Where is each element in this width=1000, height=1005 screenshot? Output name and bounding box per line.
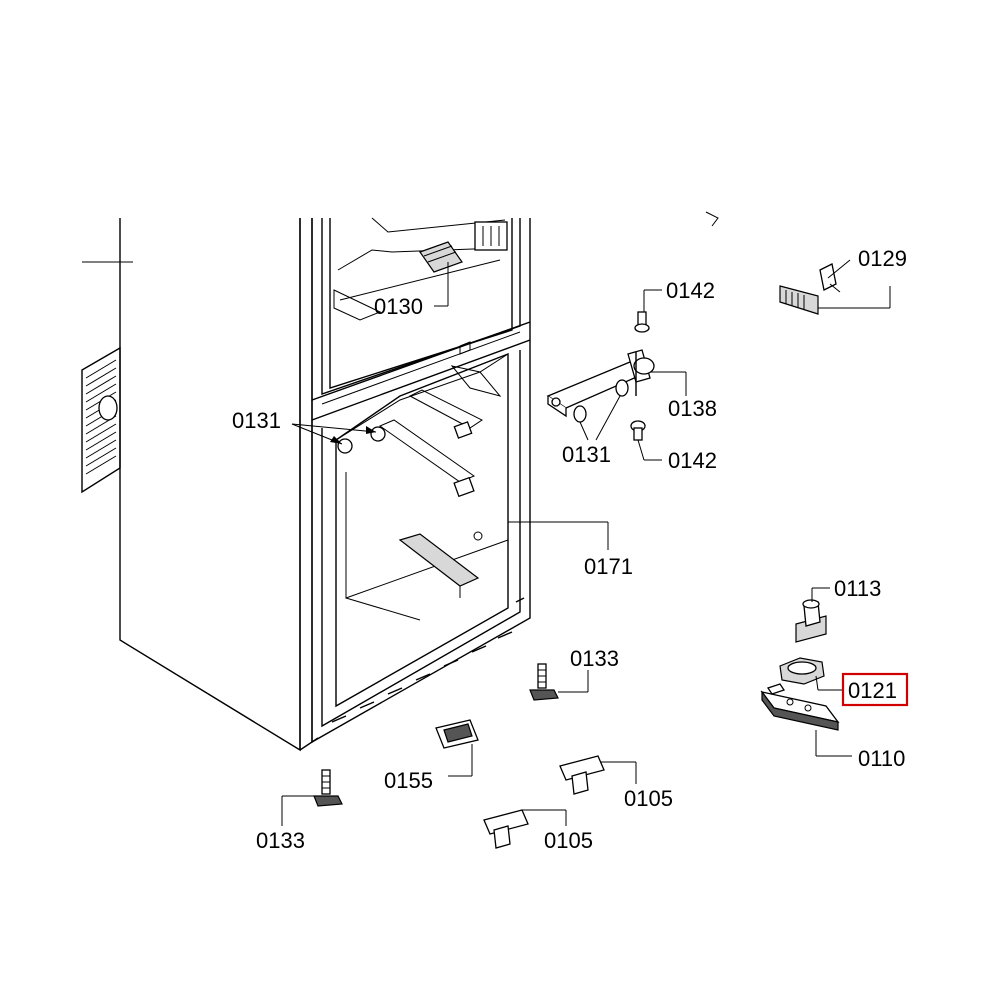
callout-0121-highlight-box: [841, 672, 909, 707]
leader-lines: [281, 259, 891, 826]
part-0142-screw-top: [634, 311, 650, 333]
callout-0105-upper: 0105: [624, 786, 673, 811]
callout-0121: 0121: [848, 678, 897, 703]
callout-0113: 0113: [834, 576, 881, 601]
callout-0130: 0130: [374, 294, 423, 319]
callout-0142-top: 0142: [666, 278, 715, 303]
part-0113-bushing: [795, 599, 827, 643]
part-0105-bracket-upper: [559, 755, 605, 795]
part-0121-cam: [779, 657, 825, 685]
callout-labels: 0129 0142 0130 0138 0131 0131 0142 0171 …: [232, 246, 909, 853]
callout-0138: 0138: [668, 396, 717, 421]
part-0138-hinge: [546, 349, 655, 418]
callout-0133-right: 0133: [570, 646, 619, 671]
part-0133-foot-left: [313, 769, 343, 807]
upper-compartment: [311, 217, 531, 401]
part-0155-clip: [435, 719, 479, 749]
callout-0133-left: 0133: [256, 828, 305, 853]
callout-0171: 0171: [584, 554, 633, 579]
cabinet-body: [82, 218, 319, 752]
callout-0129: 0129: [858, 246, 907, 271]
callout-0131-left: 0131: [232, 408, 281, 433]
cut-mark: [705, 211, 719, 227]
part-0129-light-switch: [779, 263, 841, 315]
callout-0155: 0155: [384, 768, 433, 793]
part-0110-lower-hinge: [760, 683, 840, 731]
part-0133-foot-right: [529, 663, 559, 701]
callout-0142-bottom: 0142: [668, 448, 717, 473]
compartment-divider: [311, 322, 531, 422]
callout-0131-right: 0131: [562, 442, 611, 467]
callout-0105-lower: 0105: [544, 828, 593, 853]
callout-0110: 0110: [858, 746, 905, 771]
part-0105-bracket-lower: [483, 809, 529, 849]
vent-grille: [81, 346, 121, 494]
lower-compartment-liner: [311, 340, 531, 744]
part-0142-pin-bottom: [630, 420, 646, 441]
